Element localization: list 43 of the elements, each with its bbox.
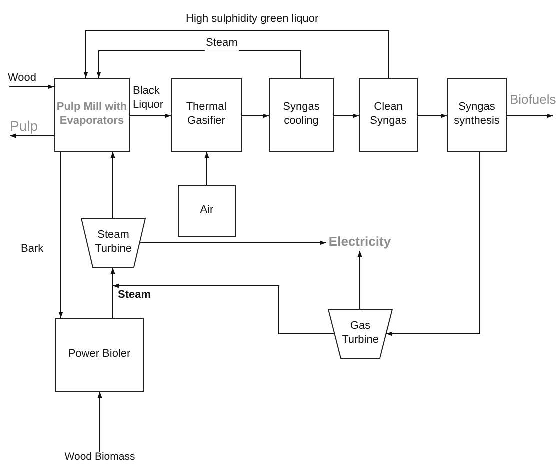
arrow: [96, 50, 302, 78]
node-label: Wood: [8, 72, 37, 86]
arrow: [140, 240, 326, 246]
turbine-trapezoid: [81, 218, 146, 268]
arrow: [506, 114, 554, 118]
node-label: Thermal Gasifier: [185, 101, 228, 129]
process-box: [54, 78, 130, 152]
edge-label: High sulphidity green liquor: [185, 13, 320, 27]
arrow: [110, 268, 116, 318]
node-label: Power Bioler: [68, 348, 131, 362]
process-box: [269, 78, 334, 152]
node-label: Syngas cooling: [282, 101, 321, 129]
turbine-trapezoid: [328, 309, 393, 359]
process-box: [447, 78, 507, 152]
node-label: Pulp: [10, 118, 38, 136]
arrow: [130, 114, 172, 118]
arrow: [58, 152, 64, 318]
node-label: Biofuels: [510, 92, 556, 109]
node-label: Steam Turbine: [95, 229, 132, 257]
process-box: [55, 318, 144, 392]
arrow: [358, 250, 362, 310]
arrow: [386, 152, 480, 336]
edge-label: Steam: [205, 37, 239, 51]
node-label: Air: [200, 204, 214, 218]
arrow: [334, 114, 360, 118]
arrow: [418, 114, 448, 118]
arrow: [84, 30, 390, 78]
arrow: [112, 284, 335, 334]
process-box: [178, 185, 236, 237]
node-label: Electricity: [328, 234, 392, 250]
arrow: [8, 84, 54, 90]
arrow: [204, 152, 210, 186]
process-box: [171, 78, 242, 152]
node-label: Pulp Mill with Evaporators: [56, 101, 128, 129]
arrow: [110, 152, 116, 218]
process-box: [359, 78, 418, 152]
node-label: Syngas synthesis: [453, 101, 501, 129]
node-label: Gas Turbine: [342, 320, 379, 348]
node-label: Clean Syngas: [369, 101, 408, 129]
node-label: Wood Biomass: [64, 451, 136, 464]
arrow: [242, 114, 270, 118]
arrow: [10, 134, 54, 138]
arrow: [98, 392, 102, 452]
